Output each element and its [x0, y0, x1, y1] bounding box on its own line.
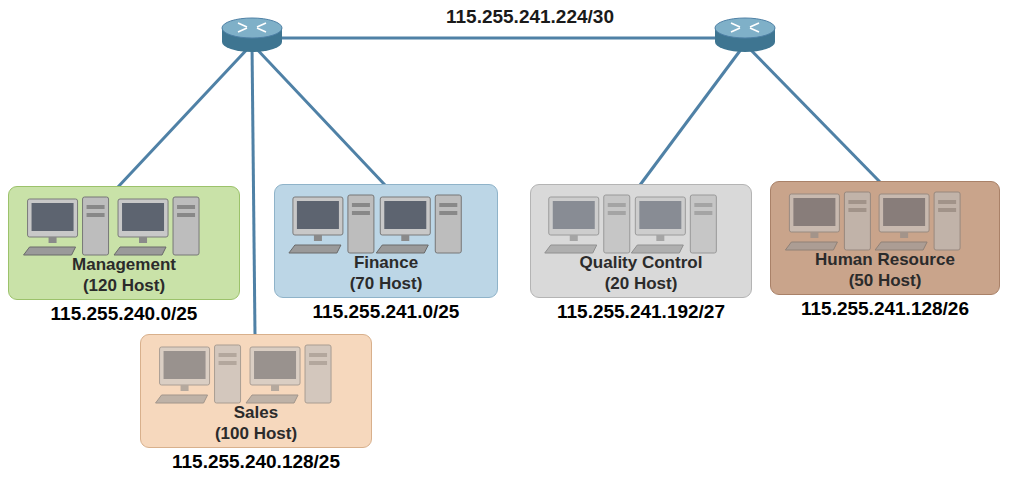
department-box: Management(120 Host)115.255.240.0/25	[8, 186, 240, 300]
department-box: Sales(100 Host)115.255.240.128/25	[140, 334, 372, 448]
department-box: Human Resource(50 Host)115.255.241.128/2…	[770, 181, 1000, 295]
link-line	[640, 44, 745, 185]
link-line	[745, 44, 880, 182]
computer-icons	[771, 182, 1001, 252]
computer-icon	[631, 195, 716, 253]
computer-icon	[156, 345, 241, 403]
department-name: Human Resource	[771, 249, 999, 270]
department-name: Management	[9, 254, 239, 275]
link-subnet: 115.255.241.224/30	[443, 6, 617, 28]
department-box: Quality Control(20 Host)115.255.241.192/…	[530, 184, 752, 298]
subnet-address: 115.255.240.0/25	[51, 303, 198, 325]
computer-icon	[875, 192, 960, 250]
department-name: Quality Control	[531, 252, 751, 273]
host-count: (50 Host)	[771, 270, 999, 291]
subnet-address: 115.255.241.192/27	[557, 301, 725, 323]
department-name: Finance	[275, 252, 497, 273]
link-line	[252, 44, 385, 185]
subnet-address: 115.255.241.128/26	[801, 298, 969, 320]
computer-icon	[545, 195, 630, 253]
host-count: (70 Host)	[275, 273, 497, 294]
host-count: (20 Host)	[531, 273, 751, 294]
computer-icon	[246, 345, 331, 403]
computer-icon	[376, 195, 461, 253]
computer-icons	[275, 185, 499, 255]
subnet-address: 115.255.240.128/25	[172, 451, 340, 473]
computer-icon	[24, 197, 109, 255]
computer-icons	[141, 335, 373, 405]
computer-icon	[289, 195, 374, 253]
host-count: (120 Host)	[9, 275, 239, 296]
computer-icon	[114, 197, 199, 255]
link-line	[252, 44, 255, 335]
subnet-address: 115.255.241.0/25	[313, 301, 460, 323]
computer-icons	[531, 185, 753, 255]
department-name: Sales	[141, 402, 371, 423]
router-link	[252, 37, 745, 40]
computer-icon	[785, 192, 870, 250]
router-icon	[222, 18, 282, 52]
router-icon	[715, 18, 775, 52]
link-line	[118, 44, 252, 187]
host-count: (100 Host)	[141, 423, 371, 444]
computer-icons	[9, 187, 241, 257]
department-box: Finance(70 Host)115.255.241.0/25	[274, 184, 498, 298]
